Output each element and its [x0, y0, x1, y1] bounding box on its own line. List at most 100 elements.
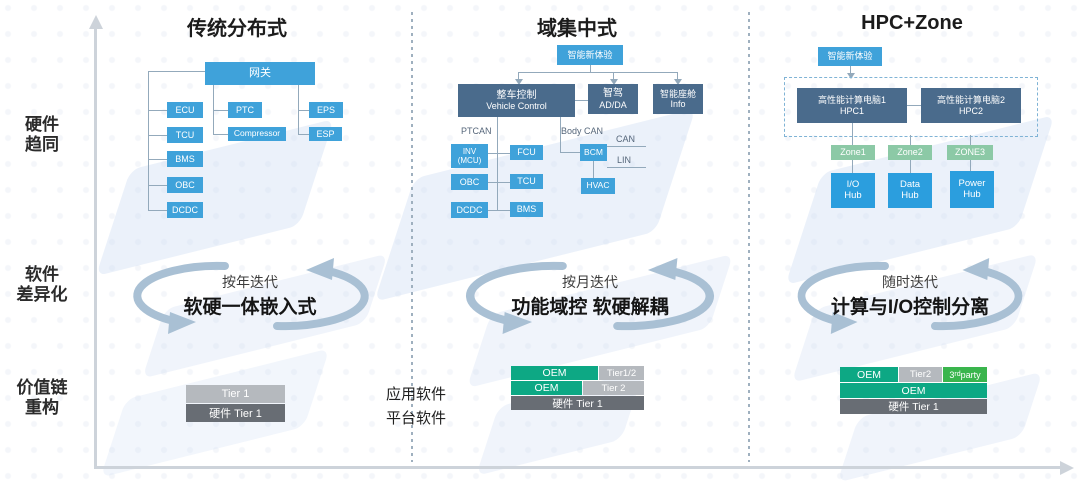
node-bms2: BMS — [510, 202, 543, 217]
software-mode: 软硬一体嵌入式 — [183, 297, 317, 318]
node-hvac: HVAC — [581, 178, 615, 194]
connector — [518, 72, 678, 73]
node-dcdc2: DCDC — [451, 202, 488, 218]
arrowhead-icon — [515, 79, 523, 85]
bar-tier1-2: Tier1/2 — [599, 366, 644, 380]
connector — [213, 134, 228, 135]
connector — [590, 65, 591, 72]
connector — [497, 117, 498, 210]
connector — [907, 105, 921, 106]
node-data-hub: Data Hub — [888, 173, 932, 208]
node-eps: EPS — [309, 102, 343, 118]
node-esp: ESP — [309, 127, 342, 141]
bar-label-sup: rd — [954, 371, 961, 378]
bar-oem: OEM — [511, 366, 598, 380]
node-label: 高性能计算电脑2 — [936, 95, 1005, 106]
column-divider — [748, 12, 750, 462]
y-axis-arrow — [89, 15, 103, 29]
connector — [560, 152, 580, 153]
bar-tier1: Tier 1 — [186, 385, 285, 403]
bar-label: 3 — [949, 369, 955, 380]
x-axis-arrow — [1060, 461, 1074, 475]
bar-hardware-tier1: 硬件 Tier 1 — [186, 404, 285, 422]
bar-hardware-tier1: 硬件 Tier 1 — [511, 396, 644, 410]
iteration-cadence: 随时迭代 — [882, 274, 938, 290]
node-label: HPC1 — [839, 105, 864, 116]
software-mode: 计算与I/O控制分离 — [830, 297, 990, 318]
cycle-arrows-icon — [133, 258, 369, 334]
connector — [970, 160, 971, 173]
connector — [518, 72, 519, 80]
x-axis — [94, 466, 1062, 469]
bar-tier2: Tier 2 — [583, 381, 644, 395]
connector — [298, 110, 309, 111]
node-label: HPC2 — [958, 105, 983, 116]
node-experience-top: 智能新体验 — [557, 45, 623, 65]
connector — [148, 135, 167, 136]
connector — [213, 110, 228, 111]
column-title-domain: 域集中式 — [537, 18, 617, 40]
node-vehicle-control-domain: 整车控制 Vehicle Control — [458, 84, 575, 117]
node-bcm: BCM — [580, 144, 607, 161]
node-compressor: Compressor — [228, 127, 286, 141]
node-tcu: TCU — [167, 127, 203, 143]
node-label: Info — [670, 99, 686, 109]
node-ecu: ECU — [167, 102, 203, 118]
bus-label-ptcan: PTCAN — [461, 126, 492, 136]
connector — [488, 182, 510, 183]
bus-label-body-can: Body CAN — [561, 126, 604, 136]
connector — [607, 167, 646, 168]
connector — [613, 72, 614, 80]
connector — [148, 159, 167, 160]
node-label: 智驾 — [603, 88, 623, 100]
connector — [148, 71, 149, 210]
iteration-cadence: 按月迭代 — [562, 274, 618, 290]
node-bms: BMS — [167, 151, 203, 167]
node-adas-domain: 智驾 AD/DA — [588, 84, 638, 114]
column-title-distributed: 传统分布式 — [187, 18, 287, 40]
connector — [970, 135, 971, 145]
node-cockpit-domain: 智能座舱 Info — [653, 84, 703, 114]
column-title-hpc-zone: HPC+Zone — [861, 12, 963, 34]
node-fcu: FCU — [510, 145, 543, 160]
node-dcdc: DCDC — [167, 202, 203, 218]
bar-tier2: Tier2 — [899, 367, 942, 382]
connector — [910, 160, 911, 173]
node-tcu2: TCU — [510, 174, 543, 189]
bus-label-lin: LIN — [617, 155, 632, 165]
bar-oem: OEM — [511, 381, 582, 395]
node-label: 高性能计算电脑1 — [817, 95, 886, 106]
node-label: 智能座舱 — [659, 88, 696, 99]
node-obc2: OBC — [451, 174, 488, 190]
node-zone1: Zone1 — [831, 145, 875, 160]
connector — [488, 210, 510, 211]
connector — [148, 210, 167, 211]
arrowhead-icon — [610, 79, 618, 85]
connector — [148, 185, 167, 186]
node-ptc: PTC — [228, 102, 262, 118]
connector — [910, 135, 911, 145]
connector — [852, 123, 853, 145]
node-zone3: ZONE3 — [947, 145, 993, 160]
row-label-value-chain: 价值链 重构 — [16, 378, 68, 417]
software-mode: 功能域控 软硬解耦 — [511, 297, 669, 318]
node-power-hub: Power Hub — [950, 171, 994, 208]
connector — [213, 85, 214, 134]
node-io-hub: I/O Hub — [831, 173, 875, 208]
bus-label-can: CAN — [616, 134, 636, 144]
node-hpc1: 高性能计算电脑1 HPC1 — [797, 88, 907, 123]
node-gateway: 网关 — [205, 62, 315, 85]
connector — [607, 146, 646, 147]
node-hpc2: 高性能计算电脑2 HPC2 — [921, 88, 1021, 123]
connector — [560, 117, 561, 152]
label-platform-software: 平台软件 — [386, 410, 447, 427]
bar-label: party — [960, 369, 981, 380]
node-label: AD/DA — [599, 99, 627, 110]
node-experience-top-hpc: 智能新体验 — [818, 47, 882, 66]
node-label: 整车控制 — [496, 89, 537, 101]
node-label: Vehicle Control — [486, 101, 547, 112]
arrowhead-icon — [847, 73, 855, 79]
bg-diamond — [95, 118, 335, 277]
